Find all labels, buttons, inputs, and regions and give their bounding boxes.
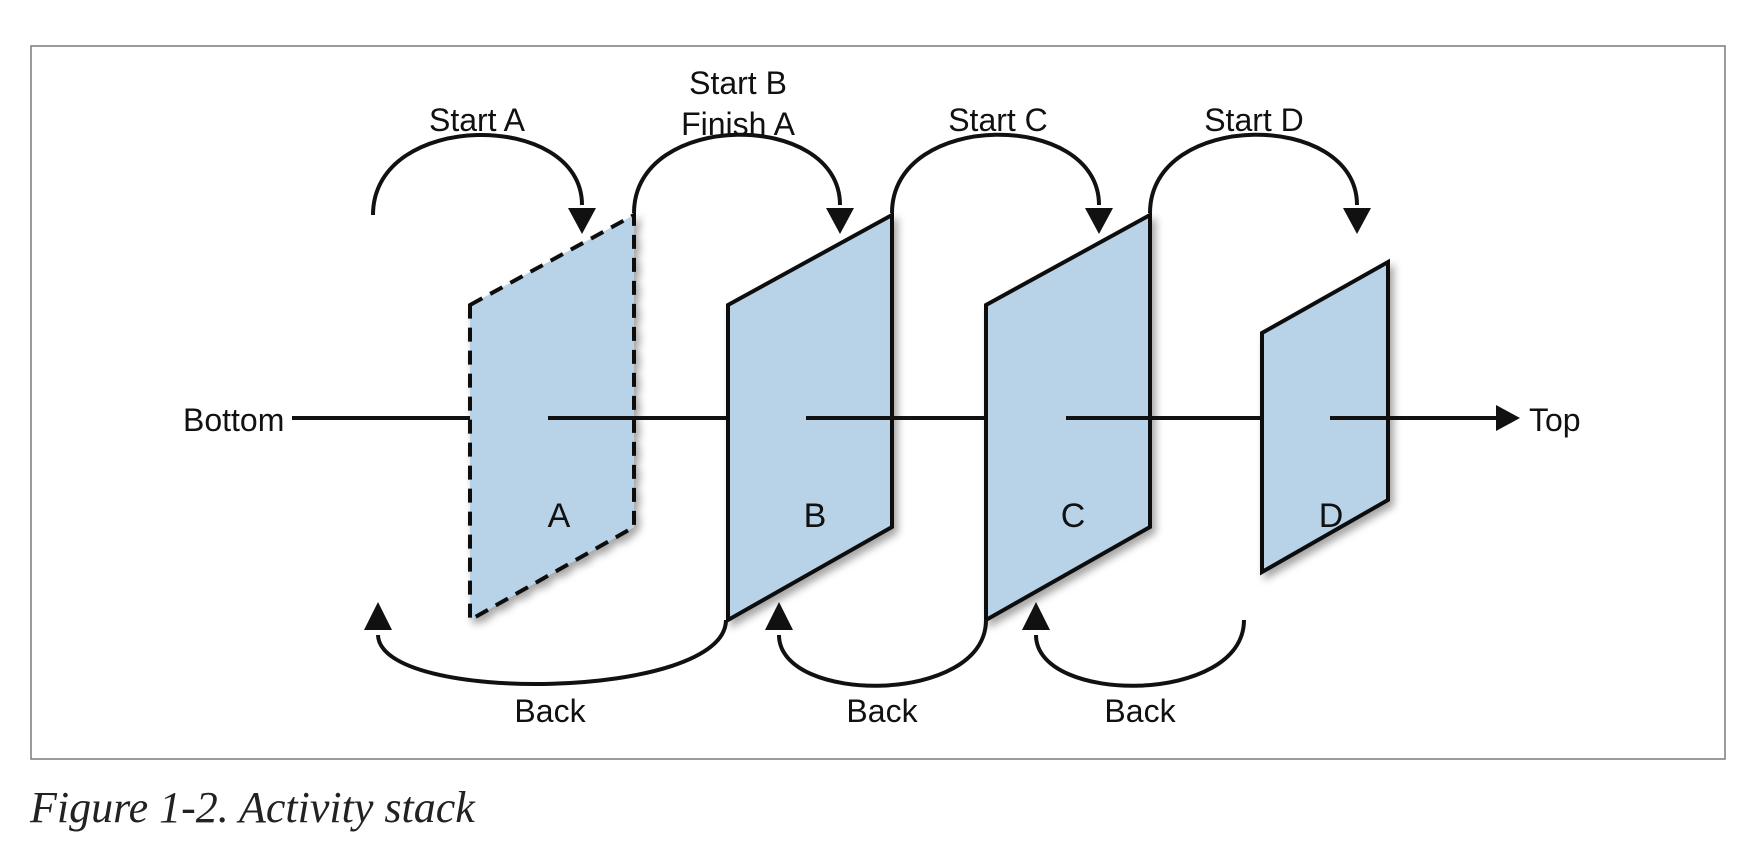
arrowhead-icon bbox=[1496, 405, 1520, 431]
axis-bottom-label: Bottom bbox=[183, 402, 284, 438]
arrowhead-icon bbox=[765, 602, 793, 630]
panel-d: D bbox=[1260, 258, 1390, 576]
bottom-arrows bbox=[376, 619, 1246, 688]
start-d-arrow bbox=[1148, 132, 1359, 214]
panel-d-label: D bbox=[1319, 497, 1344, 535]
top-arrowheads bbox=[568, 208, 1371, 234]
arrowhead-icon bbox=[1022, 602, 1050, 630]
bottom-arrowheads bbox=[364, 602, 1050, 630]
arrowhead-icon bbox=[364, 602, 392, 630]
start-d-label: Start D bbox=[1204, 102, 1304, 138]
panel-a-label: A bbox=[548, 497, 571, 535]
arrowhead-icon bbox=[1343, 208, 1371, 234]
finish-a-label: Finish A bbox=[681, 106, 795, 142]
axis-arrow-top bbox=[1330, 405, 1520, 431]
back-label-3: Back bbox=[1104, 693, 1176, 729]
back-arrow-3 bbox=[1034, 619, 1246, 688]
start-c-arrow bbox=[890, 132, 1101, 214]
panel-c-label: C bbox=[1061, 497, 1086, 535]
start-a-label: Start A bbox=[429, 102, 526, 138]
back-label-2: Back bbox=[846, 693, 918, 729]
arrowhead-icon bbox=[826, 208, 854, 234]
panel-d-shape bbox=[1260, 258, 1390, 576]
figure-caption: Figure 1-2. Activity stack bbox=[30, 783, 475, 832]
start-a-arrow bbox=[371, 132, 584, 216]
back-label-1: Back bbox=[514, 693, 586, 729]
arrowhead-icon bbox=[1085, 208, 1113, 234]
back-arrow-1 bbox=[376, 619, 728, 686]
panel-b-label: B bbox=[804, 497, 827, 535]
start-b-arrow bbox=[632, 132, 842, 214]
arrowhead-icon bbox=[568, 208, 596, 234]
back-arrow-2 bbox=[777, 619, 988, 688]
top-arrows bbox=[371, 132, 1359, 216]
start-b-label: Start B bbox=[689, 65, 787, 101]
start-c-label: Start C bbox=[948, 102, 1048, 138]
axis-top-label: Top bbox=[1529, 402, 1581, 438]
